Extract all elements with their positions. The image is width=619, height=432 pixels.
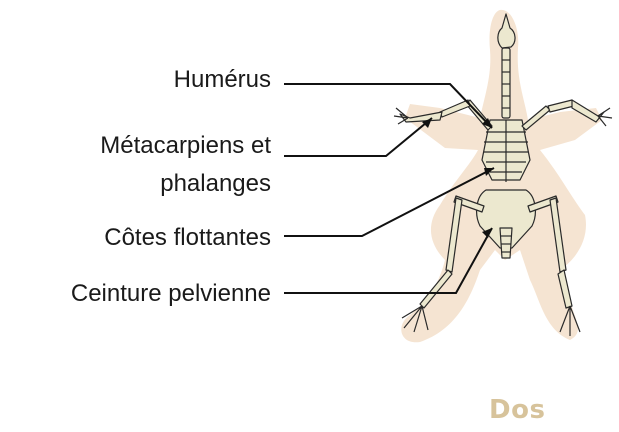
view-caption: Dos: [489, 395, 545, 425]
tail: [500, 228, 512, 258]
leader-metacarpiens: [284, 118, 432, 156]
right-forearm: [548, 100, 574, 112]
skeleton-bones: [394, 14, 612, 336]
